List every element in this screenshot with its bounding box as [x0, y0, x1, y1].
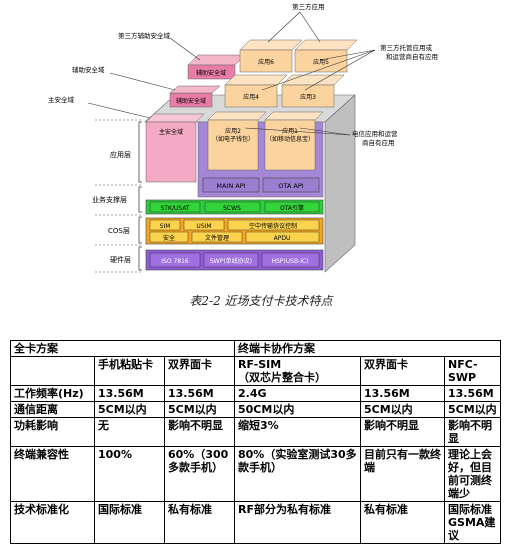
callout-third-party-hosted: 第三方托管应用或和运营商自有应用: [380, 43, 438, 61]
callout-third-party-assist-domain: 第三方辅助安全域: [118, 31, 171, 40]
table-cell: 5CM以内: [444, 401, 501, 418]
table-cell: 无: [94, 417, 165, 447]
table-cell: 13.56M: [94, 385, 165, 402]
table-cell: 国际标准GSMA建议: [444, 501, 501, 544]
table-cell: 私有标准: [360, 501, 445, 544]
table-subheader-row: 手机粘贴卡 双界面卡 RF-SIM（双芯片整合卡） 双界面卡 NFC-SWP: [10, 356, 501, 386]
block-scws: SCWS: [223, 205, 241, 212]
block-swp: SWP(单线协议): [210, 257, 252, 265]
row-label: 功耗影响: [10, 417, 95, 447]
table-cell: 5CM以内: [164, 401, 235, 418]
block-assist-sec-mid: 辅助安全域: [176, 97, 206, 105]
block-security: 安全: [163, 234, 175, 242]
block-app2: 应用2（如电子钱包）: [212, 127, 254, 143]
block-air-protocol: 空中传输协议控制: [249, 222, 297, 230]
block-app5: 应用5: [313, 58, 329, 66]
header-sticker-card: 手机粘贴卡: [94, 356, 165, 386]
header-full-card: 全卡方案: [10, 340, 235, 357]
block-main-api: MAIN API: [216, 182, 245, 190]
block-usim: USIM: [196, 223, 211, 230]
block-app3: 应用3: [300, 93, 316, 101]
table-cell: 私有标准: [164, 501, 235, 544]
table-row: 功耗影响 无 影响不明显 缩短3% 影响不明显 影响不明显: [10, 417, 501, 447]
table-cell: 目前只有一款终端: [360, 446, 445, 502]
table-row: 技术标准化 国际标准 私有标准 RF部分为私有标准 私有标准 国际标准GSMA建…: [10, 501, 501, 544]
table-cell: RF部分为私有标准: [234, 501, 361, 544]
table-cell: 影响不明显: [444, 417, 501, 447]
table-caption: 表2-2 近场支付卡技术特点: [189, 294, 333, 308]
block-app4: 应用4: [243, 93, 259, 101]
table-row: 工作频率(Hz) 13.56M 13.56M 2.4G 13.56M 13.56…: [10, 385, 501, 402]
row-label: 终端兼容性: [10, 446, 95, 502]
block-ota-api: OTA API: [278, 182, 303, 190]
layer-label-app: 应用层: [110, 150, 131, 159]
table-cell: 缩短3%: [234, 417, 361, 447]
table-cell: 国际标准: [94, 501, 165, 544]
table-cell: [10, 356, 95, 386]
row-label: 技术标准化: [10, 501, 95, 544]
table-cell: 80%（实验室测试30多款手机）: [234, 446, 361, 502]
block-apdu: APDU: [274, 235, 291, 242]
header-dual-interface-2: 双界面卡: [360, 356, 445, 386]
block-iso: ISO 7816: [161, 258, 189, 265]
block-assist-sec-top: 辅助安全域: [196, 69, 226, 77]
table-header-row: 全卡方案 终端卡协作方案: [10, 340, 501, 357]
header-rf-sim: RF-SIM（双芯片整合卡）: [234, 356, 361, 386]
block-hsp: HSP(USB-IC): [271, 258, 308, 265]
callout-main-domain: 主安全域: [48, 95, 75, 104]
table-row: 通信距离 5CM以内 5CM以内 50CM以内 5CM以内 5CM以内: [10, 401, 501, 418]
block-ota-engine: OTA引擎: [280, 204, 304, 212]
header-dual-interface-1: 双界面卡: [164, 356, 235, 386]
callout-leaders: [87, 11, 376, 136]
callout-third-party-app: 第三方应用: [292, 2, 325, 11]
table-cell: 50CM以内: [234, 401, 361, 418]
comparison-table: 全卡方案 终端卡协作方案 手机粘贴卡 双界面卡 RF-SIM（双芯片整合卡） 双…: [10, 340, 501, 544]
row-label: 通信距离: [10, 401, 95, 418]
callout-telecom-and-operator: 电信应用和运营商自有应用: [352, 129, 398, 147]
table-row: 终端兼容性 100% 60%（300多款手机） 80%（实验室测试30多款手机）…: [10, 446, 501, 502]
block-file-mgmt: 文件管理: [205, 234, 229, 242]
table-cell: 2.4G: [234, 385, 361, 402]
table-cell: 理论上会好，但目前可测终端少: [444, 446, 501, 502]
block-app6: 应用6: [258, 58, 274, 66]
layer-label-business: 业务支撑层: [92, 195, 127, 204]
layer-label-hardware: 硬件层: [110, 255, 131, 264]
table-cell: 60%（300多款手机）: [164, 446, 235, 502]
header-nfc-swp: NFC-SWP: [444, 356, 501, 386]
block-stk: STK/USAT: [160, 205, 189, 212]
callout-assist-domain: 辅助安全域: [72, 65, 105, 74]
table-cell: 13.56M: [164, 385, 235, 402]
layer-label-cos: COS层: [108, 227, 130, 235]
table-cell: 影响不明显: [164, 417, 235, 447]
header-terminal-card: 终端卡协作方案: [234, 340, 501, 357]
table-cell: 影响不明显: [360, 417, 445, 447]
row-label: 工作频率(Hz): [10, 385, 95, 402]
table-cell: 13.56M: [444, 385, 501, 402]
block-sim: SIM: [160, 223, 171, 230]
table-cell: 13.56M: [360, 385, 445, 402]
smart-card-architecture-diagram: 应用层 业务支撑层 COS层 硬件层 辅助安全域 辅助安全域 应用6 应用5 应…: [48, 2, 438, 273]
table-cell: 100%: [94, 446, 165, 502]
table-cell: 5CM以内: [360, 401, 445, 418]
table-cell: 5CM以内: [94, 401, 165, 418]
block-main-sec: 主安全域: [159, 128, 183, 136]
